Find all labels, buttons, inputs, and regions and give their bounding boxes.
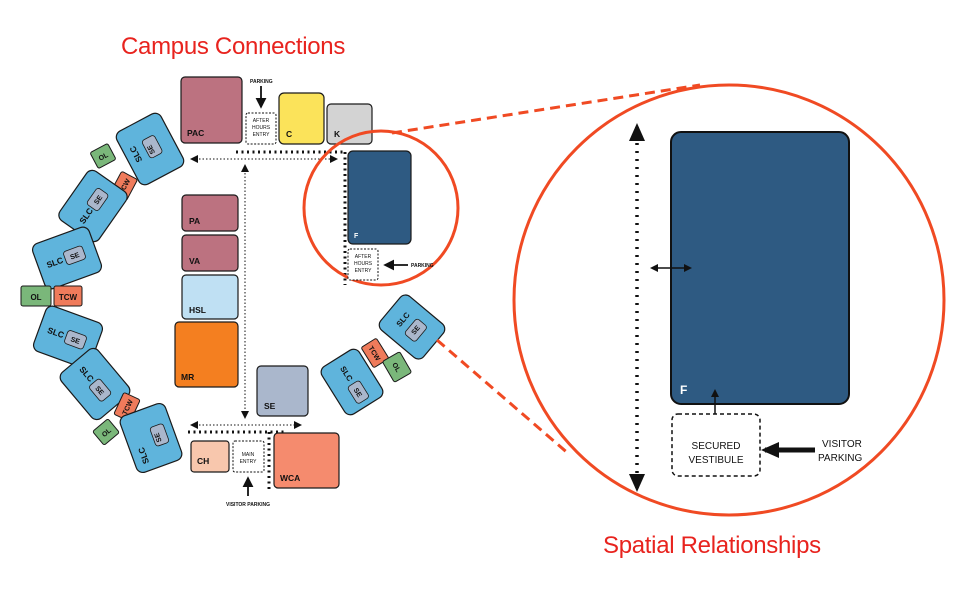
building-mr: MR [174, 321, 239, 388]
ol-box-4: OL [382, 351, 412, 383]
highlight-circle-small [302, 129, 460, 287]
svg-text:VESTIBULE: VESTIBULE [688, 455, 743, 466]
svg-text:HOURS: HOURS [252, 125, 271, 131]
svg-text:SECURED: SECURED [692, 441, 741, 452]
zoom-connector-top [391, 83, 701, 135]
svg-text:OL: OL [390, 362, 401, 375]
after-hours-entry-f: AFTER HOURS ENTRY [347, 248, 379, 281]
slc-pod-7: SLC SE [378, 294, 446, 360]
slc-pod-4: SLC SE [32, 305, 104, 369]
building-se: SE [256, 365, 309, 417]
svg-text:SE: SE [352, 387, 363, 399]
svg-text:HSL: HSL [189, 305, 206, 315]
svg-text:SE: SE [93, 385, 105, 397]
svg-text:PAC: PAC [187, 128, 204, 138]
svg-text:K: K [334, 129, 341, 139]
ol-box-3: OL [92, 418, 120, 446]
svg-text:OL: OL [30, 293, 41, 302]
svg-text:TCW: TCW [59, 293, 78, 302]
building-c: C [278, 92, 325, 145]
svg-text:SE: SE [154, 431, 164, 442]
parking-label-f: PARKING [411, 263, 434, 269]
slc-pod-6: SLC SE [119, 402, 183, 474]
tcw-box-4: TCW [361, 338, 389, 368]
zoom-connector-bottom [436, 338, 571, 457]
svg-text:MR: MR [181, 372, 194, 382]
visitor-parking-label: VISITOR PARKING [226, 502, 270, 508]
svg-text:SE: SE [93, 194, 104, 206]
parking-label-large: PARKING [818, 453, 862, 464]
svg-text:ENTRY: ENTRY [355, 268, 373, 274]
parking-label-top: PARKING [250, 79, 273, 85]
svg-text:F: F [680, 383, 687, 397]
svg-text:SE: SE [411, 324, 423, 336]
svg-text:SE: SE [69, 336, 80, 346]
svg-text:AFTER: AFTER [253, 118, 270, 124]
building-f-zoom: F [670, 131, 850, 405]
svg-text:ENTRY: ENTRY [253, 132, 271, 138]
main-entry: MAIN ENTRY [232, 440, 265, 473]
building-wca: WCA [273, 432, 340, 489]
visitor-label: VISITOR [822, 439, 862, 450]
svg-text:ENTRY: ENTRY [240, 459, 258, 465]
svg-text:SE: SE [264, 401, 276, 411]
secured-vestibule: SECURED VESTIBULE [671, 413, 761, 477]
building-hsl: HSL [181, 274, 239, 320]
ol-box-2: OL [20, 285, 52, 307]
svg-text:F: F [354, 233, 359, 240]
building-va: VA [181, 234, 239, 272]
se-label: SE [146, 143, 157, 155]
building-f: F [347, 150, 412, 245]
svg-text:WCA: WCA [280, 473, 300, 483]
slc-pod-5: SLC SE [59, 347, 131, 421]
slc-pod-3: SLC SE [31, 226, 103, 290]
tcw-box-2: TCW [53, 285, 83, 307]
svg-text:MAIN: MAIN [242, 452, 255, 458]
svg-text:HOURS: HOURS [354, 261, 373, 267]
svg-text:OL: OL [98, 152, 111, 163]
slc-pod-1: SLC SE [115, 112, 185, 186]
building-pa: PA [181, 194, 239, 232]
after-hours-entry-top: AFTER HOURS ENTRY [245, 112, 277, 145]
svg-text:SE: SE [69, 252, 80, 262]
spatial-relationships-title: Spatial Relationships [603, 532, 821, 559]
building-pac: PAC [180, 76, 243, 144]
ol-box-1: OL [90, 143, 116, 169]
slc-pod-2: SLC SE [58, 169, 128, 243]
building-ch: CH [190, 440, 230, 473]
svg-text:VA: VA [189, 256, 200, 266]
svg-text:PA: PA [189, 216, 200, 226]
slc-pod-8: SLC SE [320, 348, 384, 416]
svg-text:CH: CH [197, 456, 209, 466]
svg-text:AFTER: AFTER [355, 254, 372, 260]
svg-text:C: C [286, 129, 292, 139]
campus-connections-title: Campus Connections [121, 33, 346, 60]
